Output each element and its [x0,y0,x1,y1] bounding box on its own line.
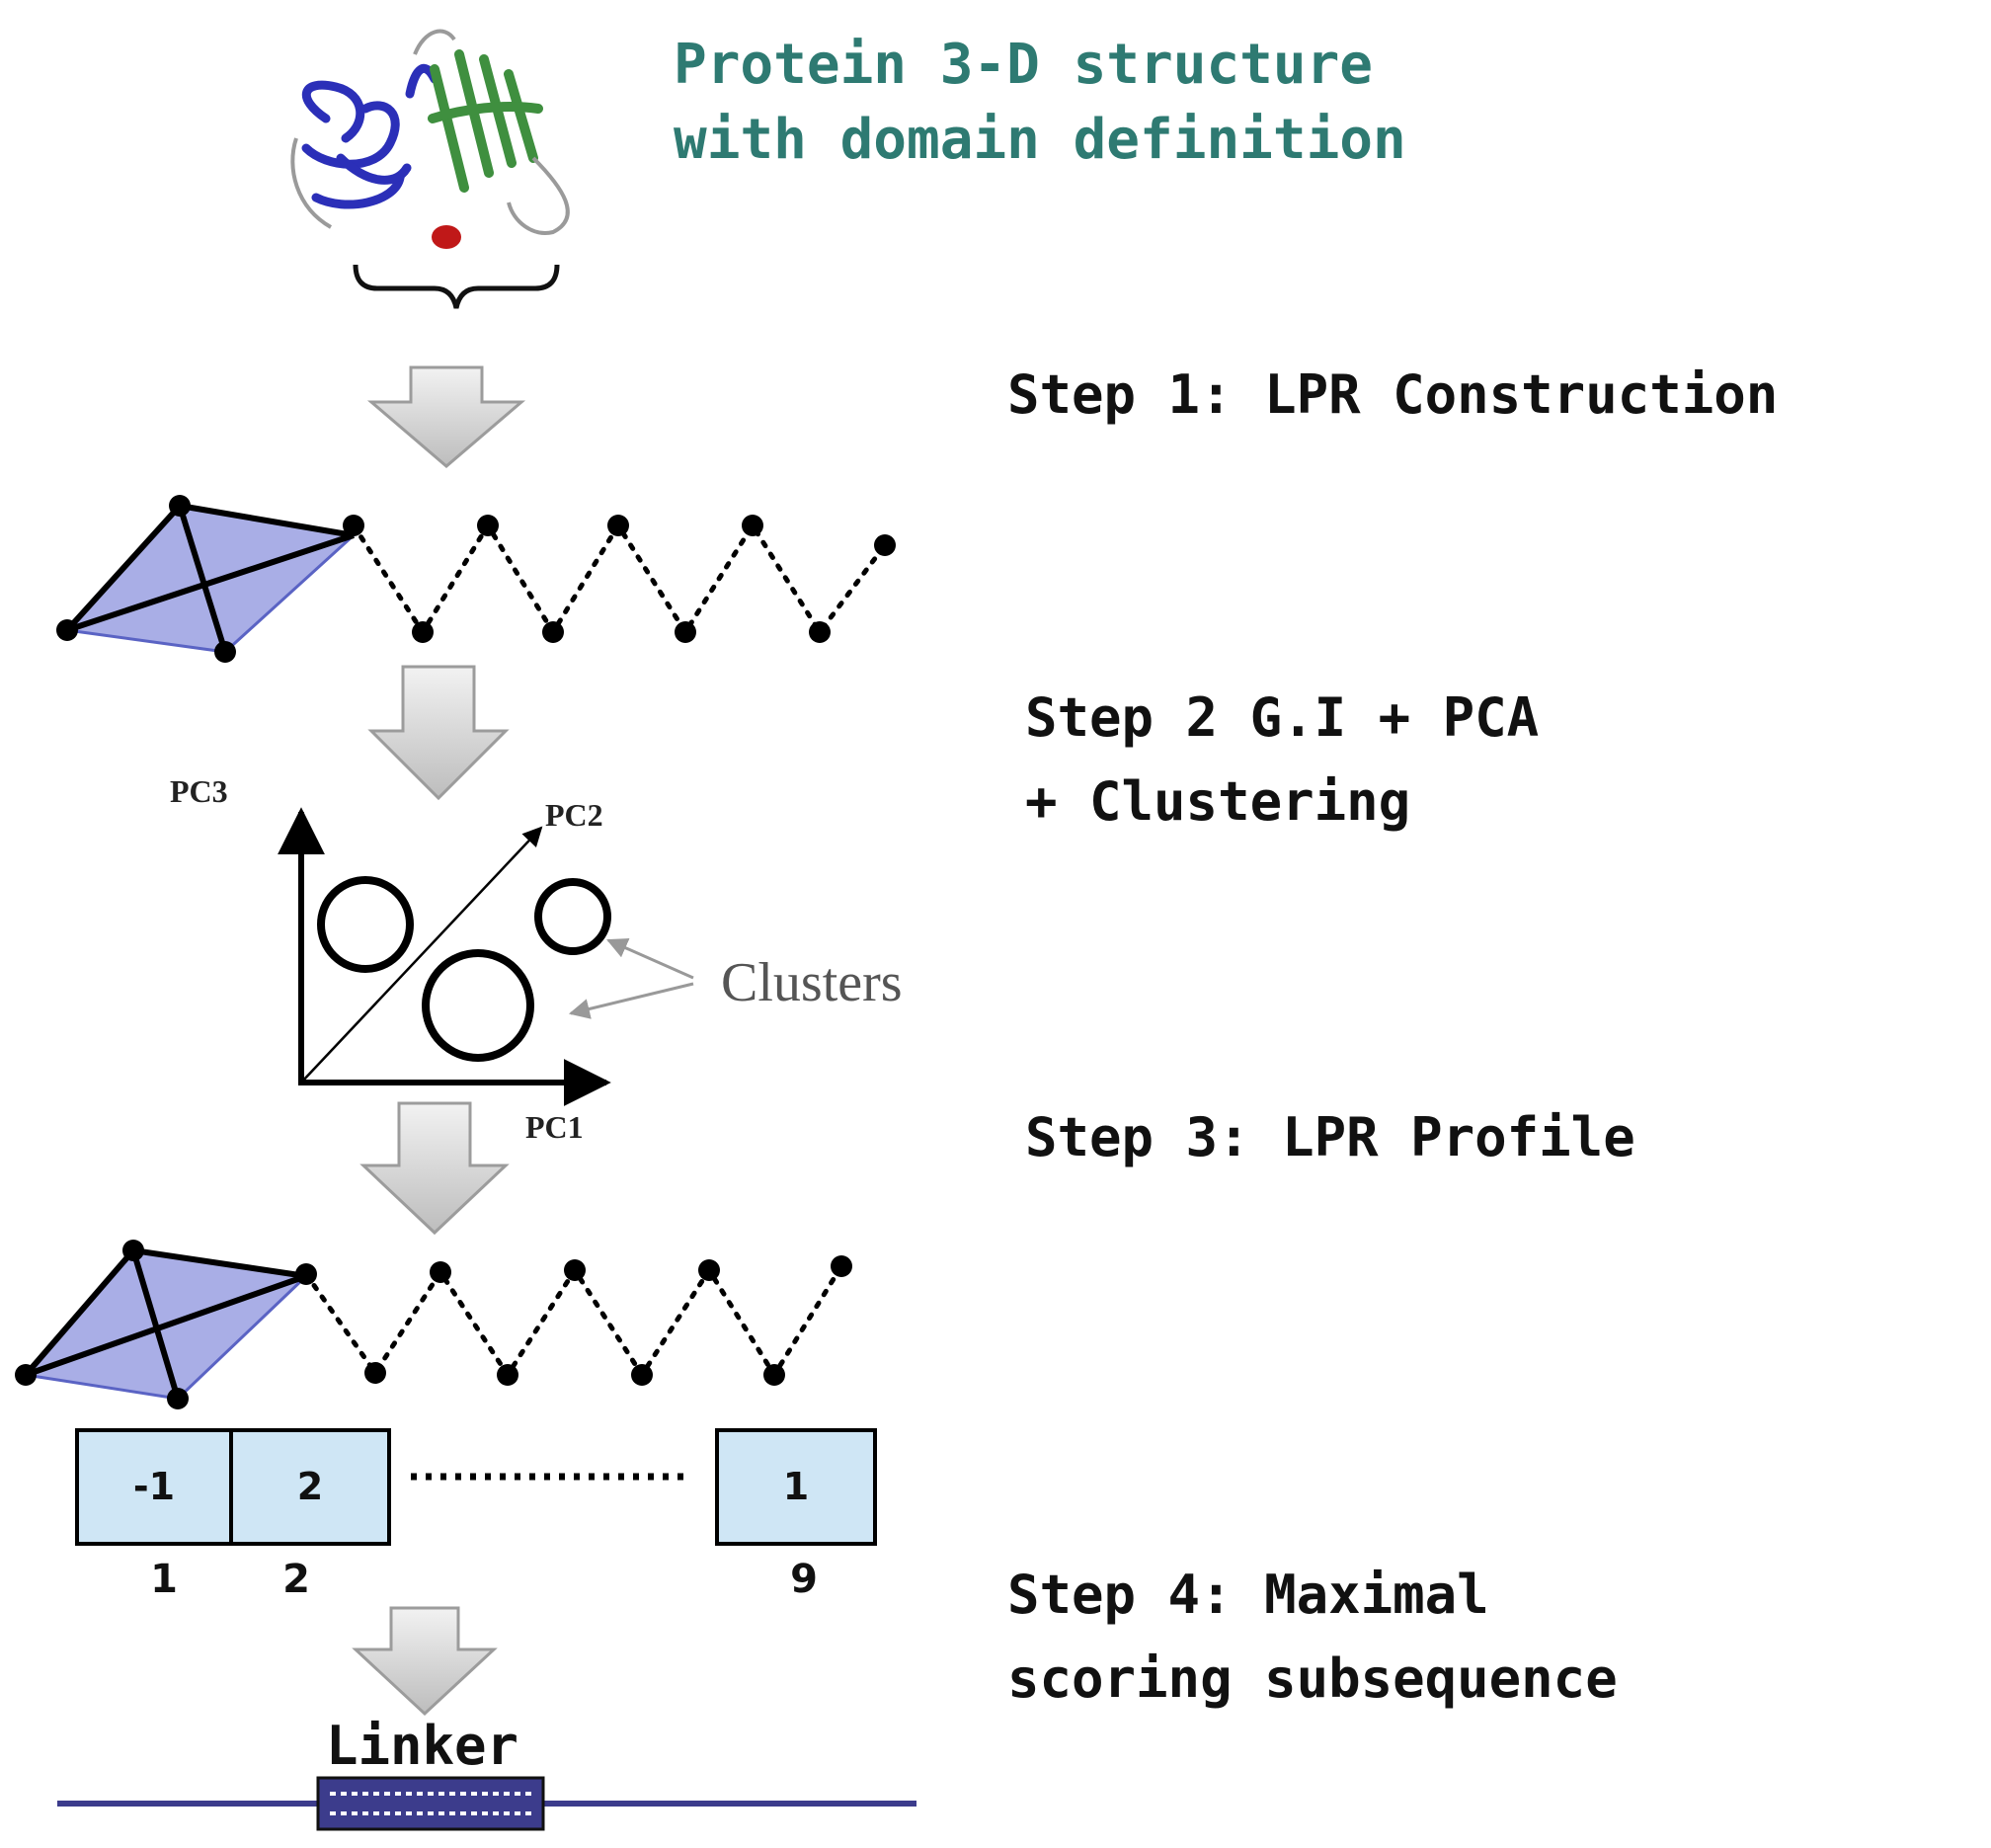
green-domain-ribbon [428,49,543,193]
linker-segment [316,1776,545,1831]
step-4-label-line-2: scoring subsequence [1007,1647,1618,1710]
lpr-profile: -1 2 1 1 2 9 [75,1428,877,1602]
dotted-chain [303,1263,844,1380]
profile-index-9: 9 [790,1557,818,1602]
clusters-pointer-2 [568,982,694,1019]
step-4-label-line-1: Step 4: Maximal [1007,1564,1489,1626]
cluster-circle-3 [422,949,534,1062]
cluster-circle-1 [317,876,414,973]
profile-box-3 [715,1428,877,1546]
pca-cluster-plot: PC3 PC2 PC1 Clusters [170,773,903,1145]
linker-label: Linker [326,1715,518,1777]
step-2-label-line-1: Step 2 G.I + PCA [1025,686,1539,749]
flow-arrow-4 [352,1606,498,1717]
clusters-pointer-1 [606,938,694,980]
lpr-graph-1 [56,495,896,663]
pc2-label: PC2 [545,797,603,833]
gray-loop-ribbon [290,29,570,235]
title-line-1: Protein 3-D structure [674,33,1373,97]
blue-domain-ribbon [301,64,439,209]
title-line-2: with domain definition [674,108,1406,172]
cluster-circle-2 [534,878,611,955]
dotted-chain [351,521,888,637]
profile-box-3-value: 1 [783,1465,809,1508]
profile-box-2-value: 2 [297,1465,323,1508]
clusters-label: Clusters [721,952,903,1013]
graph-nodes [56,495,896,663]
pc3-label: PC3 [170,773,228,809]
step-3-label: Step 3: LPR Profile [1025,1106,1635,1168]
linker-output: Linker [57,1715,916,1831]
lpr-graph-2 [15,1240,852,1409]
graph-nodes [15,1240,852,1409]
flow-arrow-2 [367,665,510,801]
profile-index-2: 2 [282,1557,310,1602]
profile-box-2 [229,1428,391,1546]
pc2-axis [300,826,543,1084]
profile-box-1 [75,1428,233,1546]
protein-structure-illustration [290,29,570,309]
step-2-label-line-2: + Clustering [1025,770,1410,833]
profile-box-1-value: -1 [133,1465,175,1508]
curly-brace [353,264,560,309]
profile-index-1: 1 [150,1557,178,1602]
red-linker-region [432,225,461,249]
flow-arrow-1 [366,365,526,468]
step-1-label: Step 1: LPR Construction [1007,363,1778,426]
flow-arrow-3 [359,1101,510,1236]
pc1-label: PC1 [525,1109,584,1145]
